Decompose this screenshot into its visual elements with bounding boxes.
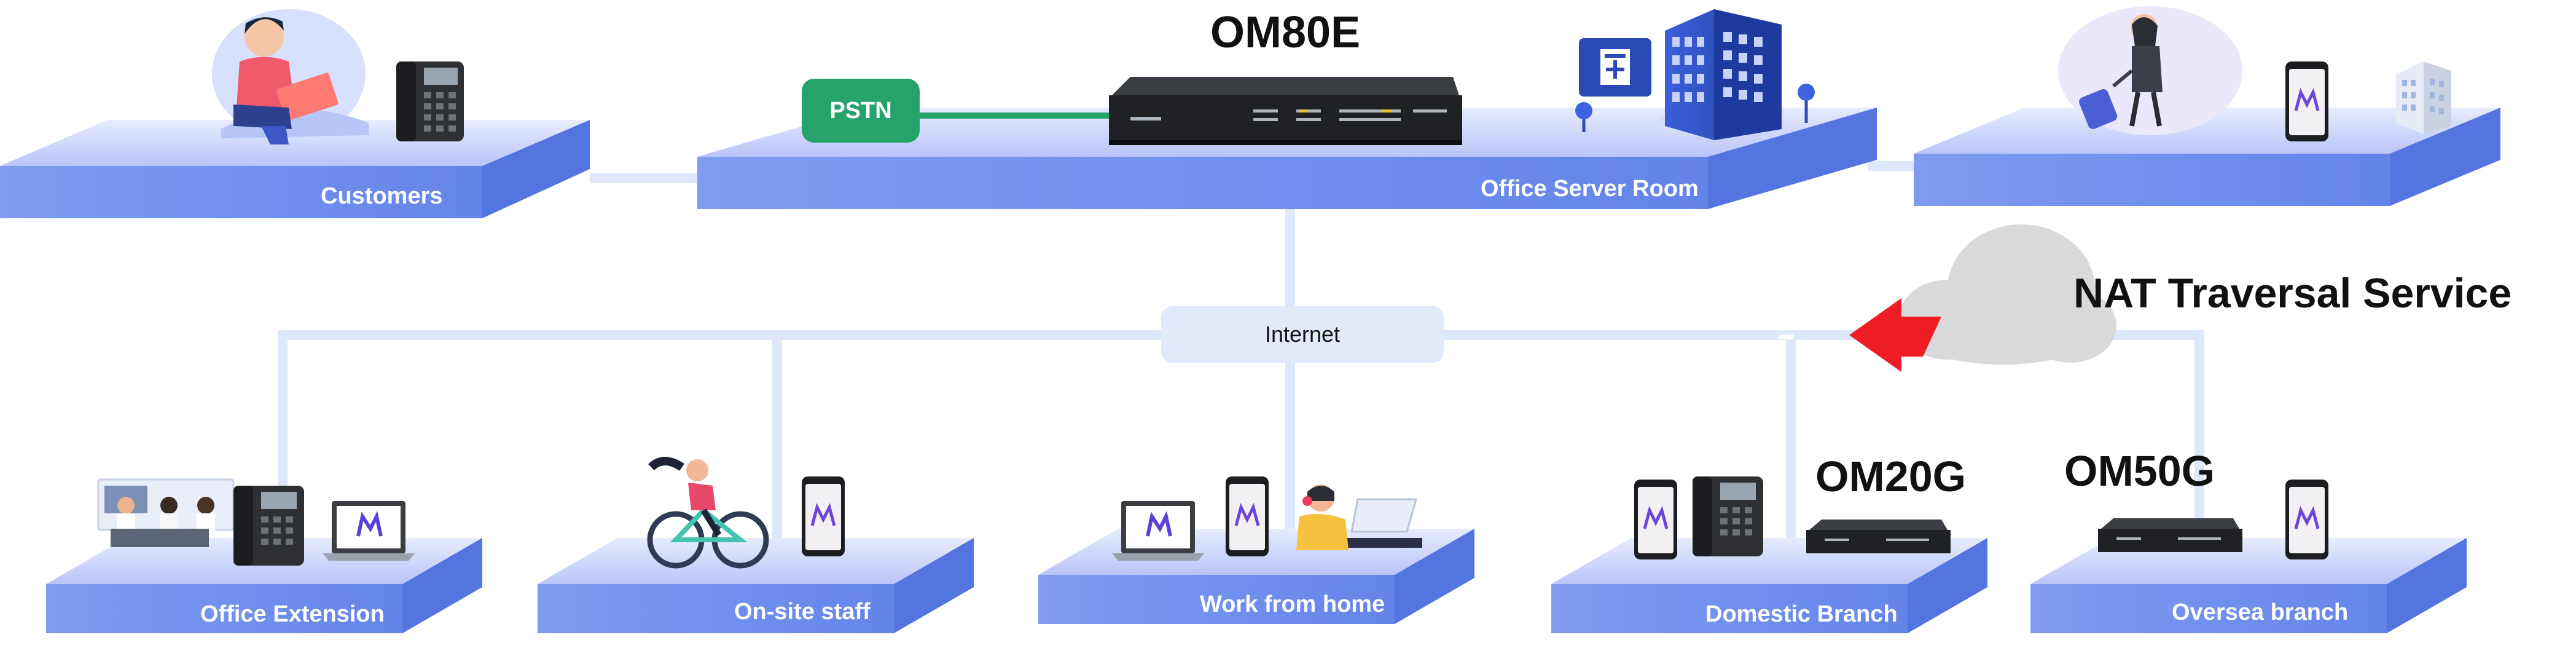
office-team-illustration <box>97 478 235 547</box>
mobile-phone-icon-oversea <box>2285 480 2328 559</box>
laptop-icon-office <box>323 501 415 561</box>
mobile-phone-icon-domestic <box>1634 480 1677 559</box>
customers-label: Customers <box>321 183 443 209</box>
customer-agent-illustration <box>212 9 369 144</box>
pstn-label: PSTN <box>829 97 892 124</box>
work-from-home-label: Work from home <box>1200 591 1385 617</box>
desk-phone-icon <box>396 61 464 141</box>
small-building-icon <box>2396 61 2451 134</box>
platform-mobile <box>1914 108 2500 206</box>
nat-arrow-icon <box>1778 298 1941 372</box>
hospital-building-icon <box>1575 9 1815 140</box>
om50g-device-icon <box>2098 518 2242 552</box>
laptop-icon-home <box>1112 501 1204 561</box>
oversea-branch-label: Oversea branch <box>2172 599 2349 625</box>
office-server-room-label: Office Server Room <box>1481 176 1699 202</box>
om50g-label: OM50G <box>2064 447 2215 495</box>
home-worker-illustration <box>1296 484 1422 550</box>
mobile-phone-icon-traveler <box>2285 61 2328 141</box>
traveler-illustration <box>2058 6 2242 135</box>
om20g-label: OM20G <box>1815 452 1967 500</box>
network-links <box>278 161 2204 541</box>
domestic-branch-label: Domestic Branch <box>1705 601 1898 627</box>
om80e-device-icon <box>1109 77 1462 145</box>
desk-phone-icon-office <box>233 486 304 566</box>
cyclist-illustration <box>647 457 769 569</box>
pstn-badge: PSTN <box>802 79 920 143</box>
on-site-staff-label: On-site staff <box>734 599 871 625</box>
desk-phone-icon-domestic <box>1693 476 1763 556</box>
om20g-device-icon <box>1806 520 1951 553</box>
mobile-phone-icon-home <box>1226 476 1269 556</box>
nat-traversal-label: NAT Traversal Service <box>2073 270 2512 317</box>
mobile-phone-icon-onsite <box>802 476 845 556</box>
cloud-icon <box>1898 224 2116 365</box>
internet-label: Internet <box>1264 322 1341 347</box>
office-extension-label: Office Extension <box>200 601 385 627</box>
internet-node: Internet <box>1161 306 1444 363</box>
om80e-label: OM80E <box>1210 8 1361 57</box>
